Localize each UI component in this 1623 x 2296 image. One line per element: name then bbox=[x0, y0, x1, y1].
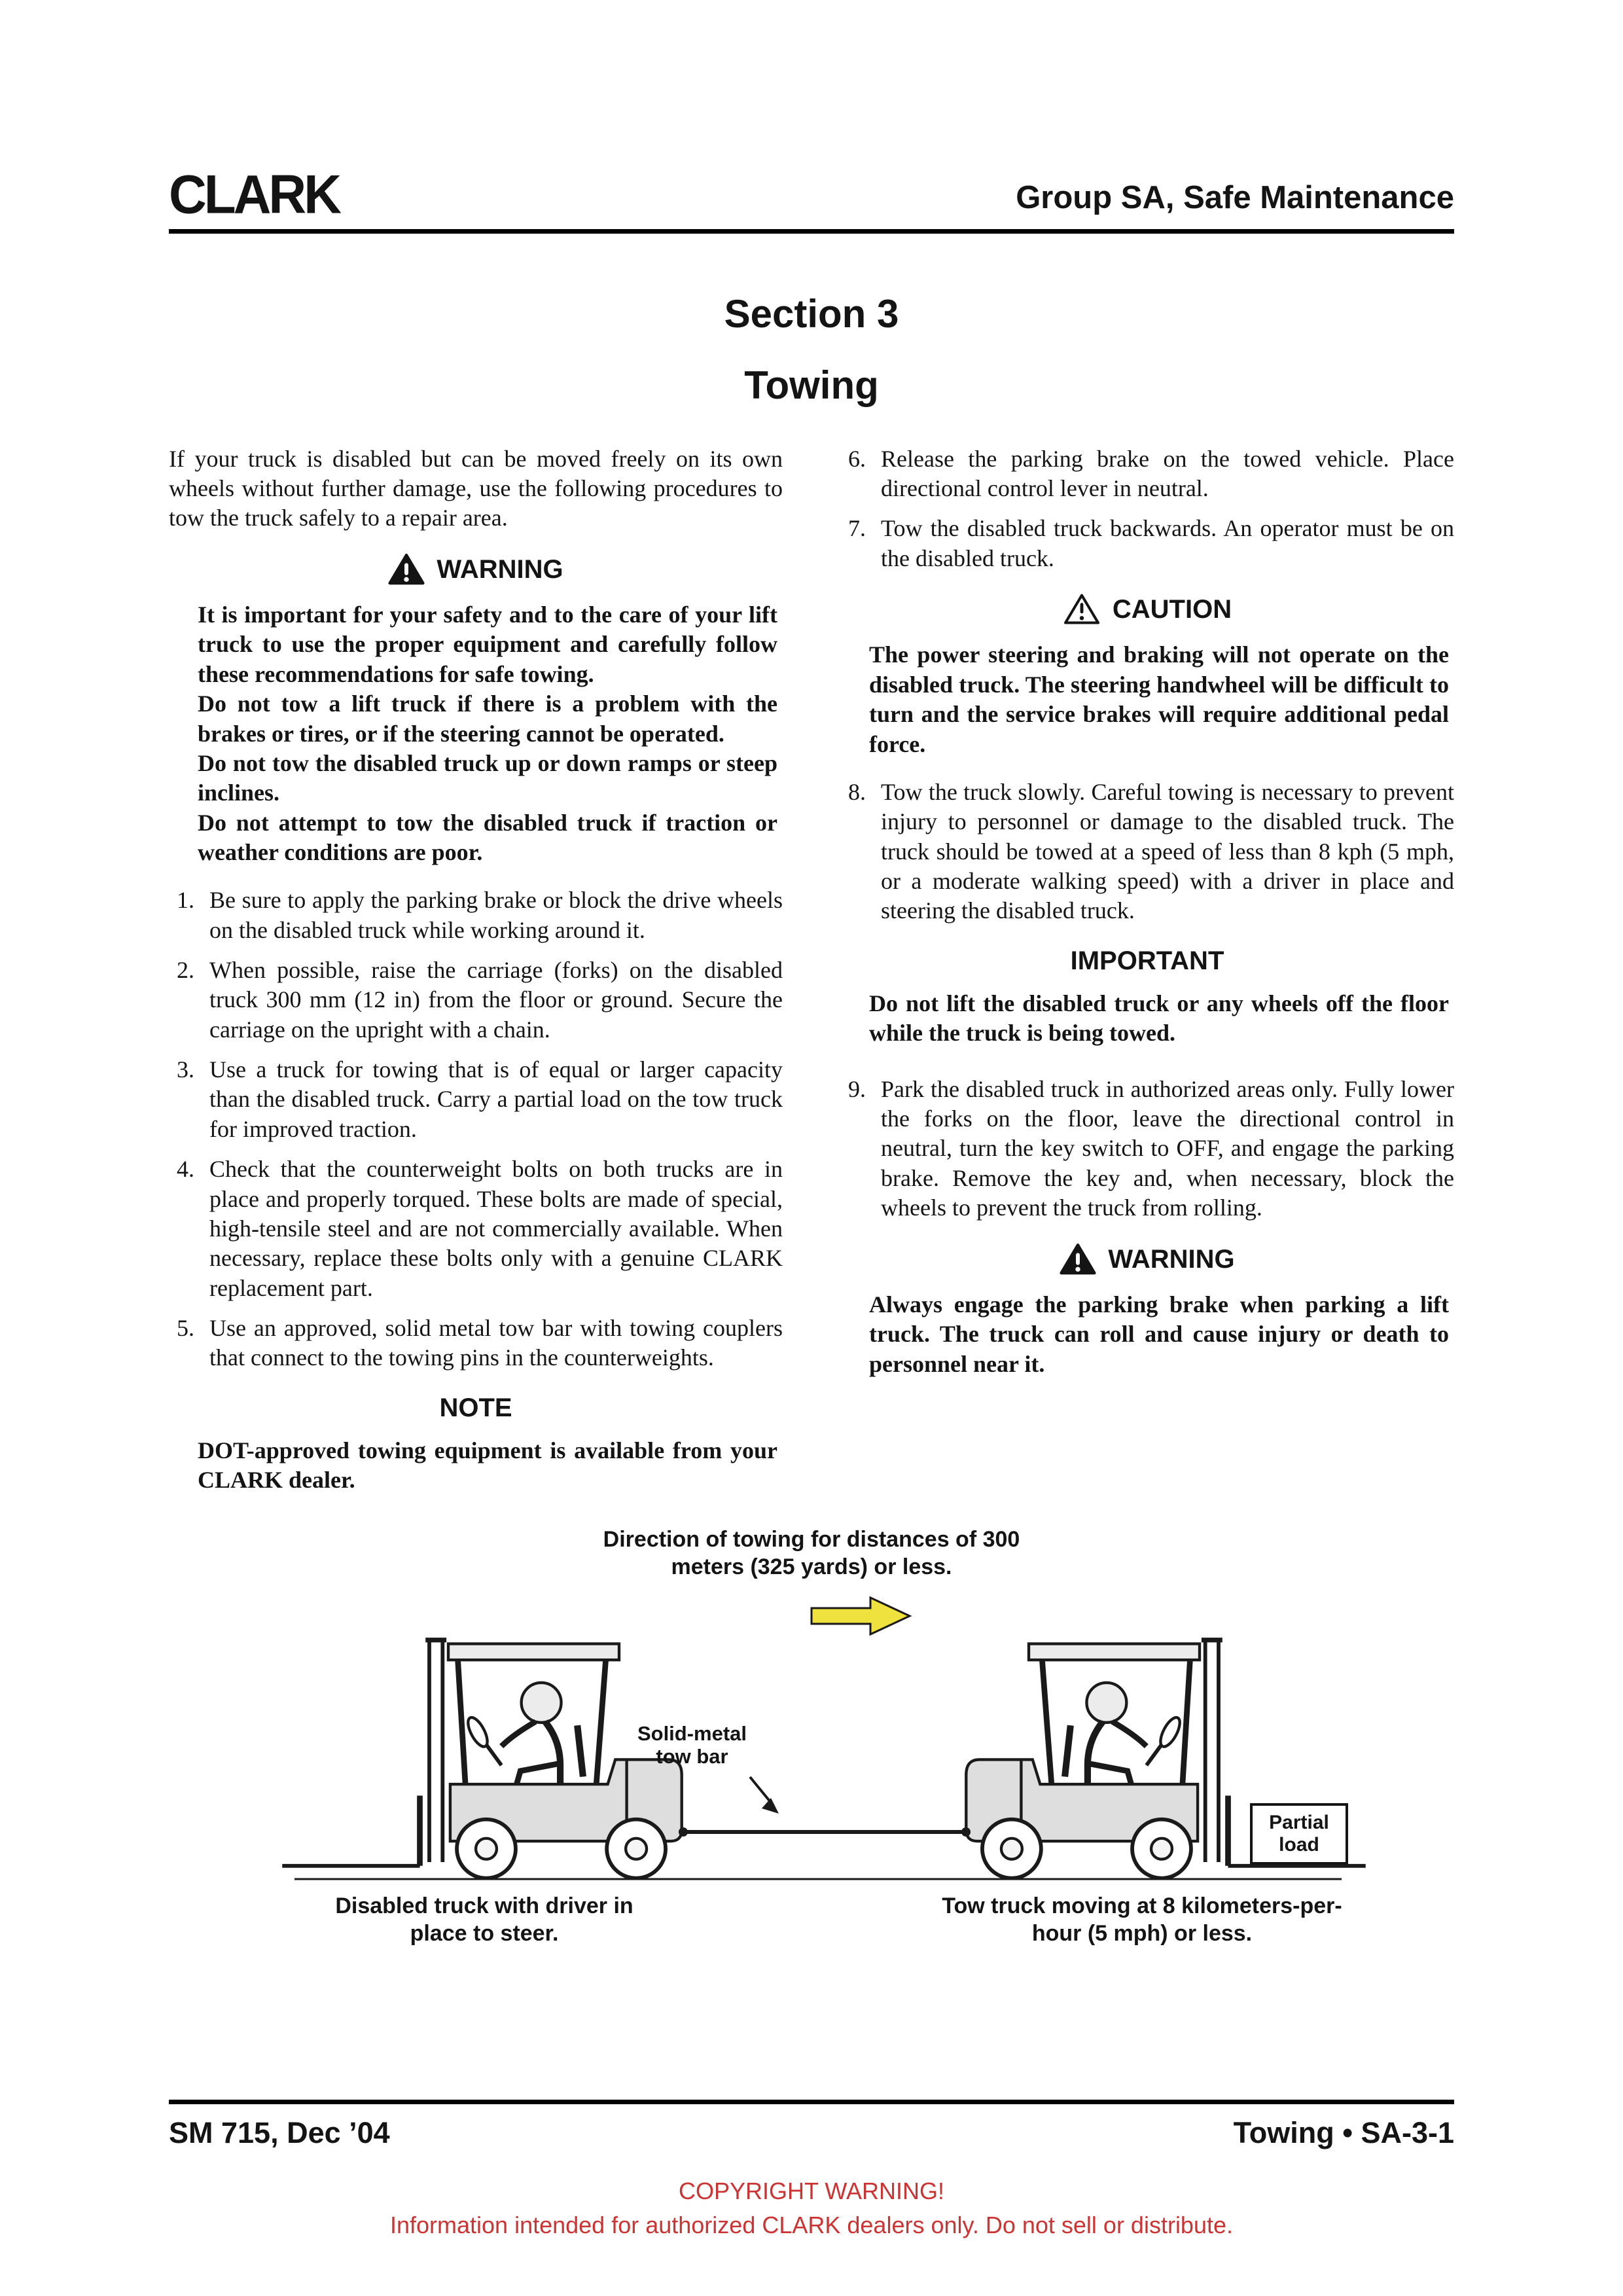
caution-heading: CAUTION bbox=[840, 593, 1454, 626]
list-item: 4. Check that the counterweight bolts on… bbox=[169, 1155, 783, 1303]
copyright-line1: COPYRIGHT WARNING! bbox=[678, 2178, 945, 2204]
warning-paragraph: Do not tow the disabled truck up or down… bbox=[198, 749, 777, 806]
item-text: Tow the truck slowly. Careful towing is … bbox=[881, 778, 1454, 924]
figure-caption-left: Disabled truck with driver in place to s… bbox=[335, 1893, 633, 1946]
figure-caption-top: Direction of towing for distances of 300… bbox=[603, 1526, 1020, 1580]
section-title: Section 3 bbox=[724, 291, 899, 336]
body-columns: If your truck is disabled but can be mov… bbox=[169, 444, 1454, 1496]
right-column: 6. Release the parking brake on the towe… bbox=[840, 444, 1454, 1496]
warning-heading: WARNING bbox=[840, 1243, 1454, 1276]
important-text: Do not lift the disabled truck or any wh… bbox=[869, 990, 1449, 1047]
list-item: 2. When possible, raise the carriage (fo… bbox=[169, 956, 783, 1045]
numbered-list: 6. Release the parking brake on the towe… bbox=[840, 444, 1454, 573]
list-item: 1. Be sure to apply the parking brake or… bbox=[169, 886, 783, 945]
note-text: DOT-approved towing equipment is availab… bbox=[198, 1437, 777, 1494]
warning-label: WARNING bbox=[437, 554, 563, 584]
warning-paragraph: Do not tow a lift truck if there is a pr… bbox=[198, 691, 777, 747]
left-column: If your truck is disabled but can be mov… bbox=[169, 444, 783, 1496]
note-heading: NOTE bbox=[439, 1393, 512, 1422]
numbered-list: 8. Tow the truck slowly. Careful towing … bbox=[840, 778, 1454, 926]
item-number: 2. bbox=[177, 957, 194, 984]
warning-text-block: It is important for your safety and to t… bbox=[169, 600, 783, 867]
item-text: Be sure to apply the parking brake or bl… bbox=[209, 887, 783, 943]
warning-label: WARNING bbox=[1108, 1244, 1235, 1274]
item-text: Release the parking brake on the towed v… bbox=[881, 445, 1454, 501]
copyright-notice: COPYRIGHT WARNING! Information intended … bbox=[0, 2174, 1623, 2242]
copyright-line2: Information intended for authorized CLAR… bbox=[389, 2212, 1234, 2239]
towbar-leader-arrowhead bbox=[762, 1797, 779, 1814]
warning-heading: WARNING bbox=[169, 553, 783, 586]
warning-icon bbox=[388, 553, 425, 585]
warning-paragraph: Always engage the parking brake when par… bbox=[869, 1291, 1449, 1377]
item-number: 3. bbox=[177, 1056, 194, 1083]
partial-load-box: Partial load bbox=[1250, 1803, 1348, 1865]
footer-page-ref: Towing • SA-3-1 bbox=[1233, 2116, 1454, 2149]
list-item: 8. Tow the truck slowly. Careful towing … bbox=[840, 778, 1454, 926]
intro-paragraph: If your truck is disabled but can be mov… bbox=[169, 445, 783, 531]
item-number: 5. bbox=[177, 1314, 194, 1341]
tow-diagram bbox=[255, 1596, 1368, 1903]
item-number: 4. bbox=[177, 1156, 194, 1183]
caution-text-block: The power steering and braking will not … bbox=[840, 640, 1454, 759]
list-item: 9. Park the disabled truck in authorized… bbox=[840, 1075, 1454, 1223]
warning-icon bbox=[1060, 1243, 1096, 1274]
tow-coupler bbox=[679, 1827, 688, 1837]
tow-coupler bbox=[961, 1827, 971, 1837]
numbered-list: 1. Be sure to apply the parking brake or… bbox=[169, 886, 783, 1372]
warning-paragraph: It is important for your safety and to t… bbox=[198, 601, 777, 687]
list-item: 6. Release the parking brake on the towe… bbox=[840, 444, 1454, 504]
warning-paragraph: Do not attempt to tow the disabled truck… bbox=[198, 809, 777, 865]
item-text: Use a truck for towing that is of equal … bbox=[209, 1056, 783, 1142]
item-number: 1. bbox=[177, 887, 194, 914]
tow-direction-arrow bbox=[810, 1596, 912, 1636]
item-text: Park the disabled truck in authorized ar… bbox=[881, 1075, 1454, 1221]
list-item: 5. Use an approved, solid metal tow bar … bbox=[169, 1314, 783, 1373]
footer-doc-ref: SM 715, Dec ’04 bbox=[169, 2116, 390, 2149]
caution-icon bbox=[1063, 594, 1099, 624]
page-footer: SM 715, Dec ’04 Towing • SA-3-1 bbox=[169, 2100, 1454, 2150]
list-item: 7. Tow the disabled truck backwards. An … bbox=[840, 514, 1454, 573]
towbar-label: Solid-metal tow bar bbox=[637, 1721, 747, 1768]
caution-label: CAUTION bbox=[1112, 595, 1232, 624]
item-number: 7. bbox=[848, 515, 866, 542]
page-title: Towing bbox=[744, 363, 879, 407]
towing-figure: Direction of towing for distances of 300… bbox=[255, 1526, 1368, 1951]
item-text: When possible, raise the carriage (forks… bbox=[209, 957, 783, 1043]
item-text: Tow the disabled truck backwards. An ope… bbox=[881, 515, 1454, 571]
figure-caption-right: Tow truck moving at 8 kilometers-per-hou… bbox=[942, 1893, 1342, 1946]
list-item: 3. Use a truck for towing that is of equ… bbox=[169, 1055, 783, 1144]
page-header: CLARK Group SA, Safe Maintenance bbox=[169, 164, 1454, 234]
clark-logo: CLARK bbox=[169, 164, 342, 225]
important-heading: IMPORTANT bbox=[1070, 946, 1224, 975]
group-title: Group SA, Safe Maintenance bbox=[1016, 179, 1454, 215]
item-number: 8. bbox=[848, 778, 866, 805]
item-text: Use an approved, solid metal tow bar wit… bbox=[209, 1314, 783, 1371]
item-text: Check that the counterweight bolts on bo… bbox=[209, 1156, 783, 1301]
caution-paragraph: The power steering and braking will not … bbox=[869, 641, 1449, 757]
numbered-list: 9. Park the disabled truck in authorized… bbox=[840, 1075, 1454, 1223]
item-number: 9. bbox=[848, 1075, 866, 1102]
item-number: 6. bbox=[848, 445, 866, 472]
warning-text-block: Always engage the parking brake when par… bbox=[840, 1290, 1454, 1379]
